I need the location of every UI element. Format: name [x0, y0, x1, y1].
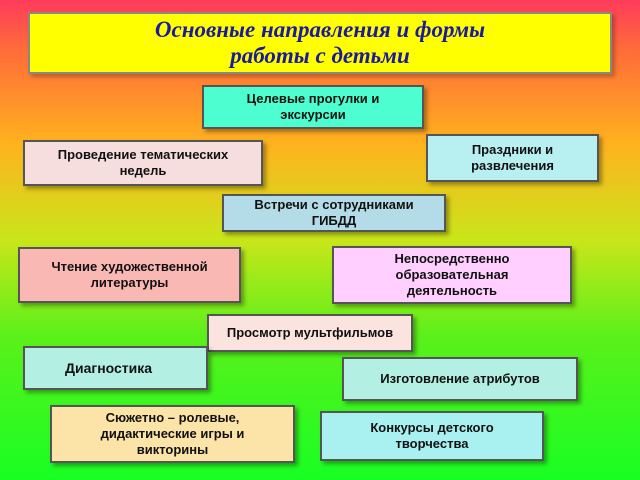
node-cartoons: Просмотр мультфильмов	[207, 314, 413, 352]
node-reading-literature: Чтение художественной литературы	[18, 247, 241, 303]
node-diagnostics: Диагностика	[23, 346, 208, 390]
node-attributes: Изготовление атрибутов	[342, 357, 578, 401]
title-banner: Основные направления и формы работы с де…	[28, 12, 612, 74]
node-label: Сюжетно – ролевые, дидактические игры и …	[100, 410, 245, 457]
page-title: Основные направления и формы работы с де…	[154, 17, 486, 68]
node-label: Целевые прогулки и экскурсии	[246, 91, 380, 122]
node-label: Изготовление атрибутов	[380, 371, 540, 386]
node-gibdd-meetings: Встречи с сотрудниками ГИБДД	[222, 194, 446, 232]
node-educational-activity: Непосредственно образовательная деятельн…	[332, 246, 572, 304]
node-label: Диагностика	[65, 360, 153, 376]
node-label: Проведение тематических недель	[57, 147, 229, 178]
node-label: Конкурсы детского творчества	[370, 420, 494, 451]
node-label: Непосредственно образовательная деятельн…	[394, 251, 510, 298]
node-label: Праздники и развлечения	[471, 142, 554, 173]
node-label: Просмотр мультфильмов	[226, 325, 394, 340]
node-role-games: Сюжетно – ролевые, дидактические игры и …	[50, 405, 295, 463]
node-target-walks: Целевые прогулки и экскурсии	[202, 85, 424, 129]
node-thematic-weeks: Проведение тематических недель	[23, 140, 263, 186]
node-label: Чтение художественной литературы	[51, 259, 208, 290]
node-holidays: Праздники и развлечения	[426, 134, 599, 182]
node-label: Встречи с сотрудниками ГИБДД	[254, 197, 414, 228]
node-contests: Конкурсы детского творчества	[320, 411, 544, 461]
